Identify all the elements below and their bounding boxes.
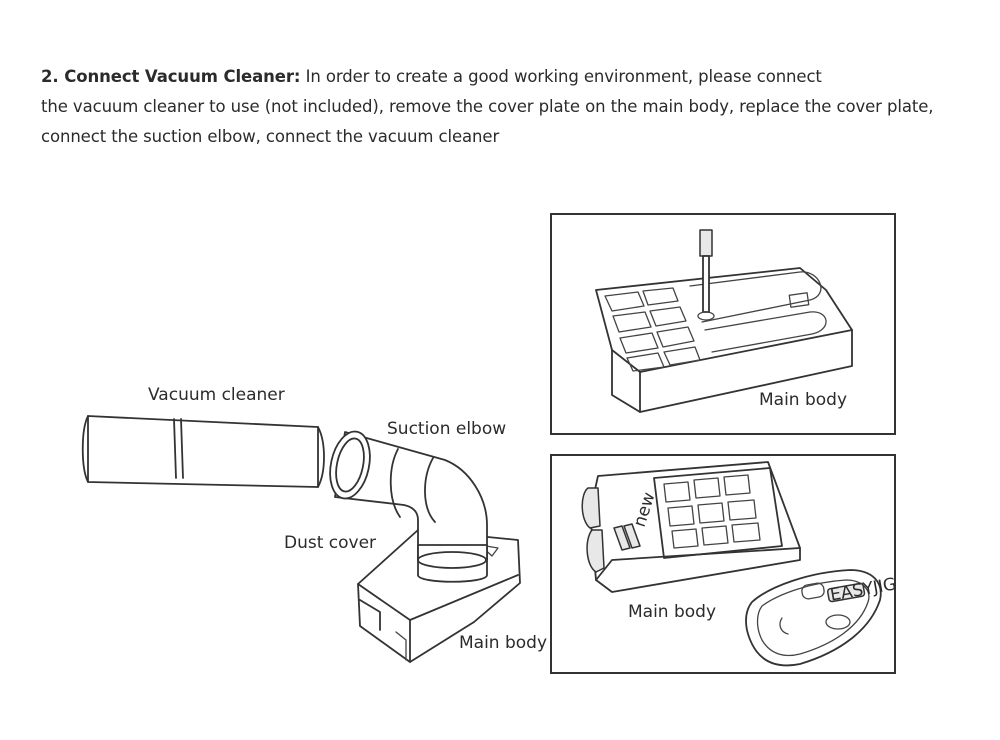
label-vacuum-cleaner: Vacuum cleaner bbox=[148, 385, 285, 405]
main-body-bottom-drawing: new bbox=[581, 461, 801, 593]
suction-elbow-drawing bbox=[329, 430, 488, 583]
cover-plate-drawing: EASYJIG bbox=[745, 569, 898, 667]
step-instructions: 2. Connect Vacuum Cleaner: In order to c… bbox=[41, 62, 941, 152]
vacuum-hose bbox=[81, 415, 325, 488]
main-body-top-drawing bbox=[595, 229, 853, 413]
instruction-text-1: In order to create a good working enviro… bbox=[300, 67, 822, 86]
instruction-line-3: connect the suction elbow, connect the v… bbox=[41, 127, 500, 146]
label-dust-cover: Dust cover bbox=[284, 533, 376, 553]
label-main-body-bottom: Main body bbox=[628, 602, 716, 622]
label-main-body-top: Main body bbox=[759, 390, 847, 410]
label-main-body-left: Main body bbox=[459, 633, 547, 653]
instruction-line-2: the vacuum cleaner to use (not included)… bbox=[41, 97, 934, 116]
step-heading: 2. Connect Vacuum Cleaner: bbox=[41, 67, 301, 86]
instruction-line-1: 2. Connect Vacuum Cleaner: In order to c… bbox=[41, 62, 941, 92]
label-suction-elbow: Suction elbow bbox=[387, 419, 506, 439]
